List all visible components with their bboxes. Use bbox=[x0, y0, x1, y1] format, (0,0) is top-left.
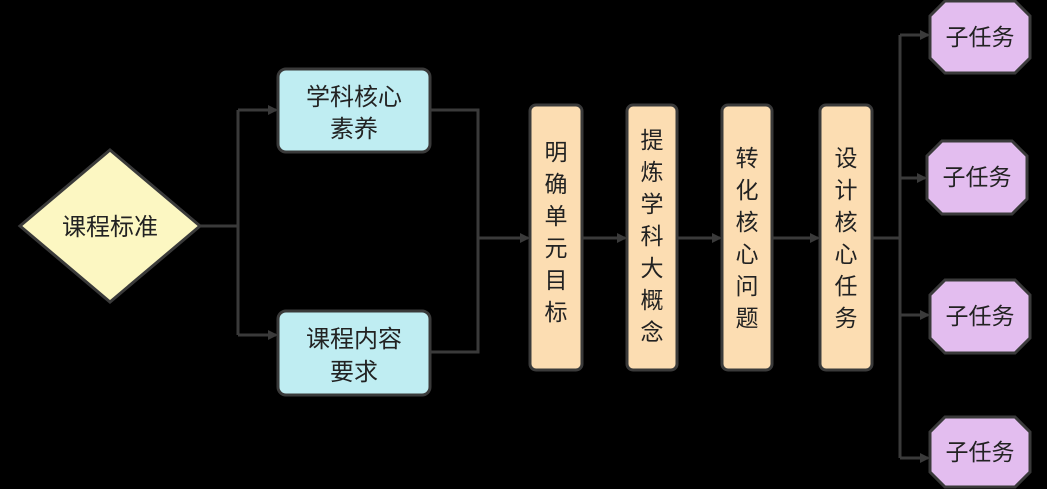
step-box-3 bbox=[720, 103, 774, 372]
literacy-label-line-2: 素养 bbox=[330, 115, 378, 143]
content-box bbox=[276, 309, 432, 397]
node-content: 课程内容 要求 bbox=[276, 309, 432, 397]
step-boxes: 明确单元目标 提炼学科大概念 转化核心问题 设计核心任务 bbox=[528, 103, 874, 372]
step-label-4: 设计核心任务 bbox=[835, 146, 858, 332]
literacy-label-line-1: 学科核心 bbox=[306, 83, 402, 111]
diamond-shape bbox=[17, 148, 203, 304]
subtask-label-1: 子任务 bbox=[946, 25, 1015, 51]
connector-literacy-out bbox=[430, 108, 480, 238]
step-box-1 bbox=[528, 103, 584, 372]
connector-content-out bbox=[430, 238, 480, 354]
subtask-shape-3 bbox=[928, 278, 1032, 355]
step-box-2 bbox=[625, 103, 679, 372]
subtasks: 子任务 子任务 子任务 子任务 bbox=[925, 0, 1032, 489]
step-label-2: 提炼学科大概念 bbox=[641, 128, 664, 346]
step-label-1: 明确单元目标 bbox=[545, 140, 568, 326]
subtask-shape-1 bbox=[928, 0, 1032, 75]
content-label-line-2: 要求 bbox=[330, 358, 378, 386]
node-literacy: 学科核心 素养 bbox=[276, 67, 432, 154]
subtask-shape-2 bbox=[925, 139, 1029, 216]
subtask-label-2: 子任务 bbox=[943, 165, 1012, 191]
connectors bbox=[200, 30, 930, 463]
content-label-line-1: 课程内容 bbox=[306, 325, 402, 353]
step-box-4 bbox=[818, 103, 874, 372]
node-standard: 课程标准 bbox=[17, 148, 203, 304]
standard-label: 课程标准 bbox=[62, 213, 158, 241]
subtask-label-3: 子任务 bbox=[946, 304, 1015, 330]
literacy-box bbox=[276, 67, 432, 154]
subtask-label-4: 子任务 bbox=[946, 440, 1015, 466]
step-label-3: 转化核心问题 bbox=[736, 146, 759, 332]
subtask-shape-4 bbox=[928, 415, 1032, 489]
